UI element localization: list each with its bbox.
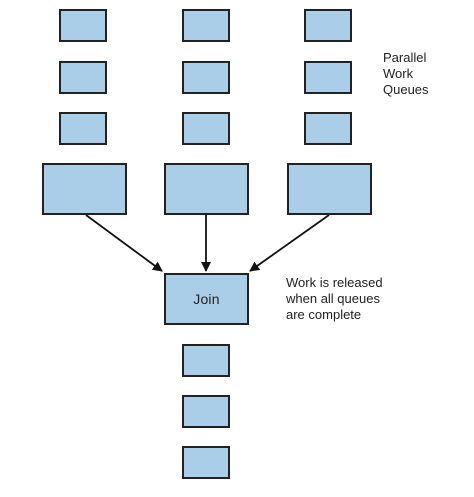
arrow-right-to-join: [249, 214, 330, 272]
output-item-3: [182, 446, 230, 479]
parallel-queues-label-line-2: Work: [383, 66, 414, 81]
queue-2-item-1: [182, 9, 230, 42]
queue-3-item-2: [304, 61, 352, 94]
parallel-queues-label-line-3: Queues: [383, 82, 429, 97]
queue-2-head: [164, 163, 249, 215]
queue-1-item-1: [59, 9, 107, 42]
queue-3-item-3: [304, 112, 352, 145]
parallel-queues-label: Parallel Work Queues: [383, 50, 429, 98]
release-note: Work is released when all queues are com…: [286, 275, 383, 323]
queue-2-item-2: [182, 61, 230, 94]
release-note-line-1: Work is released: [286, 275, 383, 290]
arrow-left-to-join: [85, 214, 163, 272]
queue-1-item-3: [59, 112, 107, 145]
queue-3-head: [287, 163, 372, 215]
queue-1-head: [42, 163, 127, 215]
queue-1-item-2: [59, 61, 107, 94]
queue-3-item-1: [304, 9, 352, 42]
join-box: Join: [164, 273, 249, 325]
parallel-queues-label-line-1: Parallel: [383, 50, 427, 65]
release-note-line-3: are complete: [286, 307, 362, 322]
output-item-2: [182, 395, 230, 428]
join-label: Join: [193, 291, 220, 307]
release-note-line-2: when all queues: [286, 291, 380, 306]
output-item-1: [182, 344, 230, 377]
queue-2-item-3: [182, 112, 230, 145]
